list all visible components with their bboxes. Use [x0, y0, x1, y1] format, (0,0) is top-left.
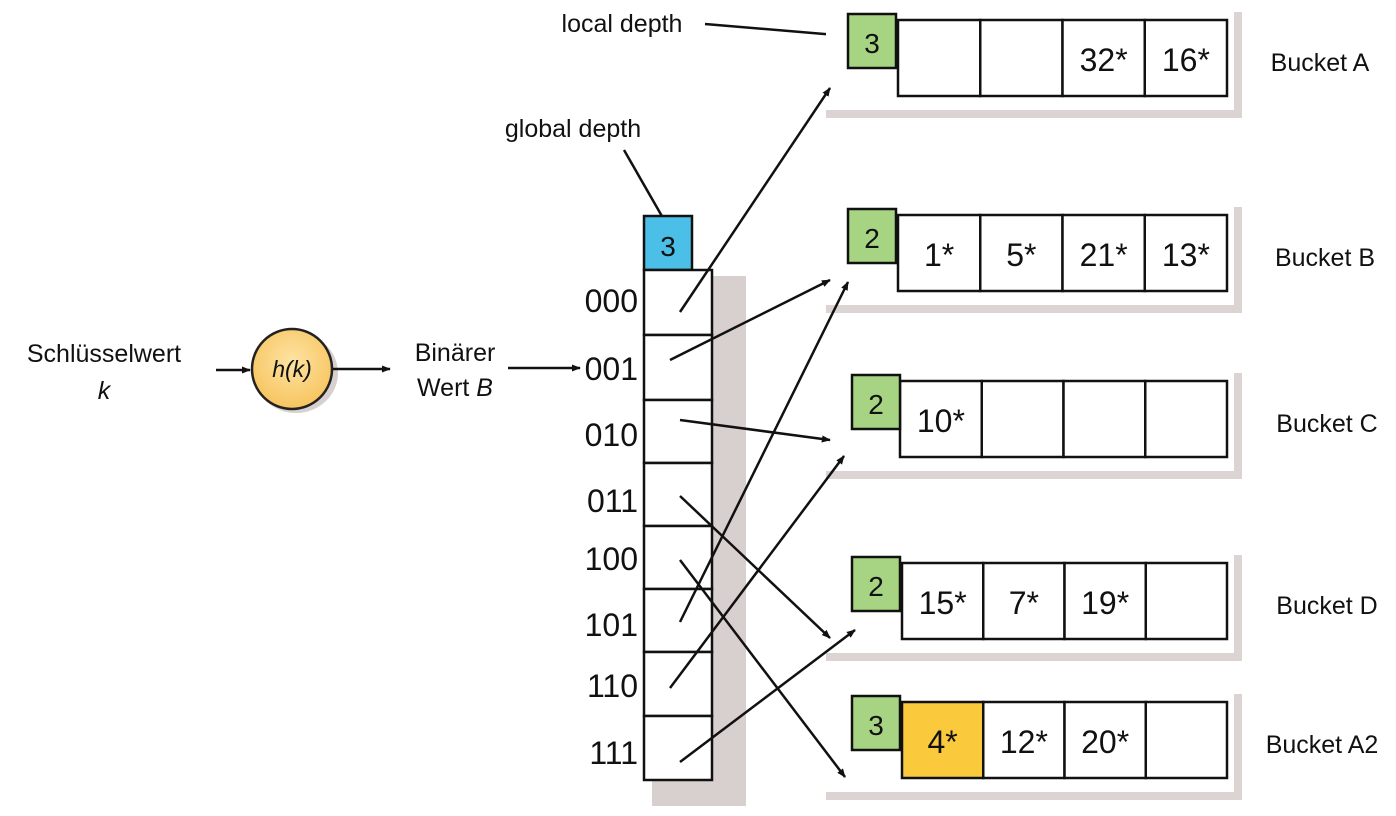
pointer-110-to-c: [669, 455, 845, 689]
global-depth-value: 3: [660, 231, 676, 262]
directory-cell-110: [642, 650, 714, 718]
pointer-000-to-a: [678, 87, 832, 313]
bucket-name: Bucket A: [1271, 49, 1370, 77]
local-depth-value: 2: [868, 389, 884, 420]
bucket-name: Bucket D: [1276, 592, 1377, 620]
local-depth-label: local depth: [562, 10, 683, 38]
directory-label-110: 110: [587, 668, 638, 704]
bucket-entry: 4*: [928, 724, 958, 760]
global-depth-box: [642, 214, 694, 272]
local-depth-box: [846, 207, 898, 265]
bucket-entry: 1*: [924, 237, 954, 273]
directory-label-100: 100: [585, 541, 638, 577]
global-depth-group: global depth 3: [505, 115, 694, 272]
local-depth-box: [850, 694, 902, 752]
directory-label-000: 000: [585, 283, 638, 319]
local-depth-value: 3: [864, 28, 880, 59]
directory-label-010: 010: [585, 417, 638, 453]
bucket-name: Bucket B: [1275, 244, 1375, 272]
directory-label-101: 101: [585, 607, 638, 643]
bucket-slot: [980, 379, 1065, 459]
bucket-slot: [1144, 561, 1229, 641]
directory-label-001: 001: [585, 351, 638, 387]
bucket-slot: [1143, 213, 1229, 293]
directory-cell-111: [642, 714, 714, 782]
pointer-001-to-b: [669, 278, 831, 362]
bucket-slot: [1063, 561, 1147, 641]
bucket-slot: [1144, 700, 1229, 780]
bucket-entry: 15*: [919, 585, 967, 621]
bucket-entry: 12*: [1000, 724, 1048, 760]
local-depth-annotation: local depth: [562, 10, 849, 38]
bucket-entry: 13*: [1162, 237, 1210, 273]
local-depth-value: 2: [868, 571, 884, 602]
local-depth-box: [846, 12, 898, 70]
bucket-name: Bucket C: [1276, 410, 1377, 438]
bucket-slot: [1144, 379, 1229, 459]
bucket-slot: [900, 700, 985, 780]
bucket-entry: 19*: [1081, 585, 1129, 621]
local-depth-value: 2: [864, 223, 880, 254]
directory-label-111: 111: [589, 735, 638, 771]
bucket-entry: 5*: [1006, 237, 1036, 273]
binary-label-line1: Binärer: [415, 339, 496, 367]
directory: 000 001 010 011 100 101 110 111: [585, 268, 746, 806]
pointer-100-to-a2: [679, 559, 846, 778]
bucket-slot: [979, 18, 1064, 98]
input-pipeline: Schlüsselwert k h(k) Binärer Wert B: [27, 327, 581, 413]
pointer-101-to-b: [678, 281, 850, 623]
bucket-slot: [979, 213, 1064, 293]
bucket-entry: 32*: [1080, 42, 1128, 78]
global-depth-pointer: [622, 149, 665, 219]
directory-cell-010: [642, 398, 714, 465]
directory-pointers: [669, 87, 856, 778]
bucket-entry: 21*: [1080, 237, 1128, 273]
binary-label-line2: Wert B: [417, 374, 493, 402]
key-label-line2: k: [98, 377, 112, 405]
bucket-name: Bucket A2: [1266, 731, 1379, 759]
bucket-slot: [898, 379, 983, 459]
binary-label-text: Wert: [417, 374, 476, 402]
bucket-slot: [982, 561, 1066, 641]
local-depth-box: [850, 373, 902, 431]
hash-function-node: [250, 327, 334, 411]
global-depth-label: global depth: [505, 115, 641, 143]
pointer-111-to-d: [679, 629, 856, 763]
bucket-slot: [1062, 379, 1147, 459]
local-depth-pointer: [704, 22, 849, 38]
directory-label-011: 011: [587, 483, 638, 519]
bucket-entry: 20*: [1081, 724, 1129, 760]
pointer-011-to-d: [679, 495, 831, 639]
bucket-entry: 16*: [1162, 42, 1210, 78]
binary-label-var: B: [476, 374, 493, 402]
bucket-slot: [900, 561, 985, 641]
hash-function-label: h(k): [272, 356, 312, 382]
bucket-slot: [1143, 18, 1229, 98]
bucket-entry: 7*: [1009, 585, 1039, 621]
bucket-slot: [896, 18, 982, 98]
key-label-line1: Schlüsselwert: [27, 340, 181, 368]
pointer-010-to-c: [679, 418, 831, 443]
local-depth-value: 3: [868, 710, 884, 741]
directory-cell-101: [642, 587, 714, 654]
bucket-entry: 10*: [917, 403, 965, 439]
local-depth-box: [850, 555, 902, 613]
